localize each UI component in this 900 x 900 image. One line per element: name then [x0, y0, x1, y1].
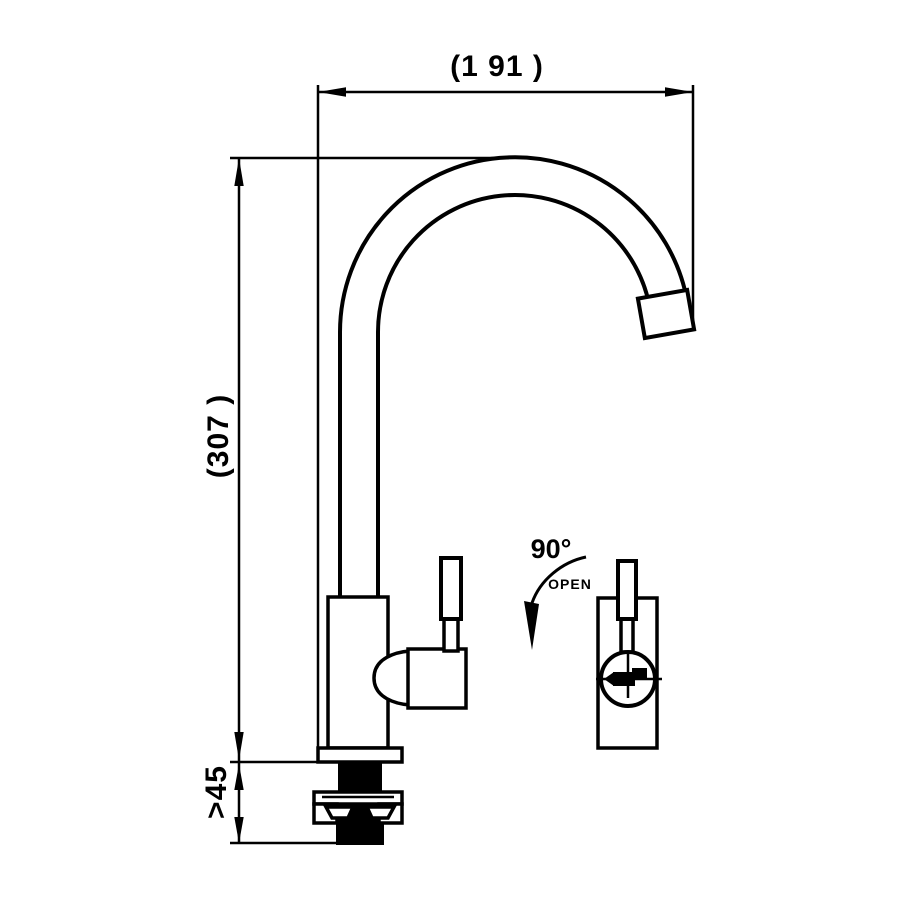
dimension-spout-reach: (1 91 ) [316, 50, 695, 748]
mount-depth-label: >45 [200, 765, 233, 819]
arrowhead-down-icon [234, 732, 244, 760]
locknut-slot-left [323, 805, 356, 820]
indicator-arrow-tail [632, 668, 647, 678]
valve-body [406, 647, 468, 710]
arrowhead-right-icon [665, 87, 693, 97]
lever-grip [439, 556, 463, 621]
arrowhead-left-icon [318, 87, 346, 97]
rotation-arc [530, 555, 587, 604]
spout-height-label: (307 ) [202, 394, 235, 478]
rotation-state-label: OPEN [548, 576, 592, 592]
indicator-arrow-body [613, 672, 635, 686]
lever-grip-front [616, 559, 638, 621]
locknut-slot-right [364, 805, 397, 820]
lever-stem-front [619, 617, 635, 654]
dimension-mount-depth: >45 [200, 760, 343, 845]
arrowhead-up-icon [234, 764, 244, 790]
handle-joint-bulge [372, 649, 412, 707]
rotation-arrowhead-icon [524, 601, 539, 650]
rotation-angle-label: 90° [531, 534, 572, 564]
spout-outer-curve [338, 155, 690, 599]
indicator-arrow-tip [604, 672, 614, 686]
aerator-tip [635, 287, 697, 341]
arrowhead-up-icon [234, 158, 244, 186]
spout-reach-label: (1 91 ) [450, 50, 544, 83]
dimension-spout-height: (307 ) [202, 156, 509, 762]
lever-stem [442, 616, 460, 653]
threaded-shank-upper [338, 762, 382, 793]
mounting-hardware [312, 762, 404, 845]
faucet-front-view [596, 559, 662, 750]
open-position-indicator-icon [604, 668, 647, 686]
base-flange [316, 746, 404, 764]
faucet-side-view [312, 155, 697, 845]
arrowhead-down-icon [234, 817, 244, 843]
rotation-annotation: 90° OPEN [524, 534, 592, 650]
spout-inner-curve [376, 193, 651, 599]
